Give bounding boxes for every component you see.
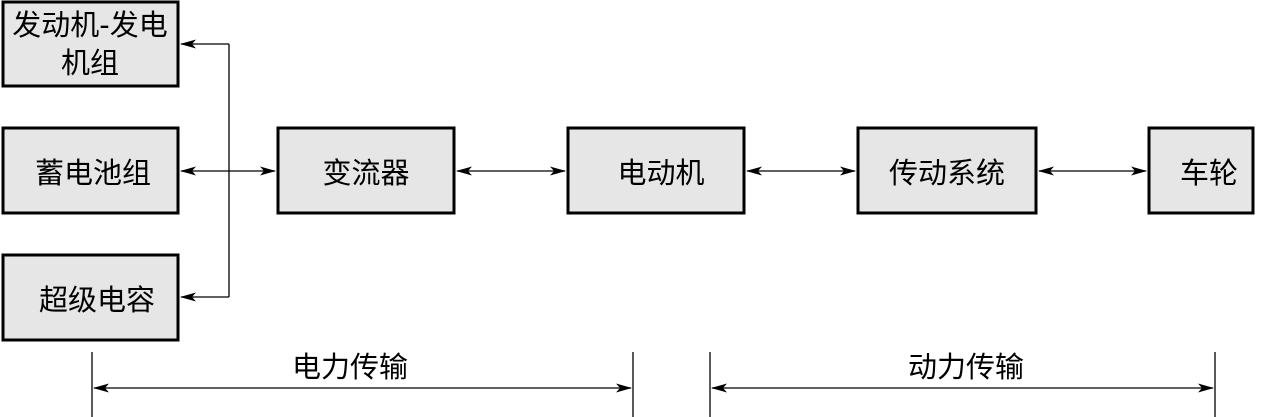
wheel-box: 车轮 <box>1147 126 1255 215</box>
supercap-box: 超级电容 <box>1 253 180 342</box>
transmission-label: 传动系统 <box>889 156 1005 190</box>
electric-span-label: 电力传输 <box>292 350 408 384</box>
genset-box: 发动机-发电 机组 <box>1 0 180 88</box>
mechanical-span-label: 动力传输 <box>908 350 1024 384</box>
converter-label: 变流器 <box>322 156 409 190</box>
converter-box: 变流器 <box>276 126 456 215</box>
motor-box: 电动机 <box>566 126 746 215</box>
battery-label: 蓄电池组 <box>35 156 151 190</box>
genset-label-line1: 发动机-发电 <box>12 8 167 42</box>
battery-box: 蓄电池组 <box>1 126 180 215</box>
genset-label-line2: 机组 <box>61 46 119 80</box>
transmission-box: 传动系统 <box>856 126 1038 215</box>
supercap-label: 超级电容 <box>39 283 155 317</box>
motor-label: 电动机 <box>617 156 704 190</box>
wheel-label: 车轮 <box>1180 156 1238 190</box>
